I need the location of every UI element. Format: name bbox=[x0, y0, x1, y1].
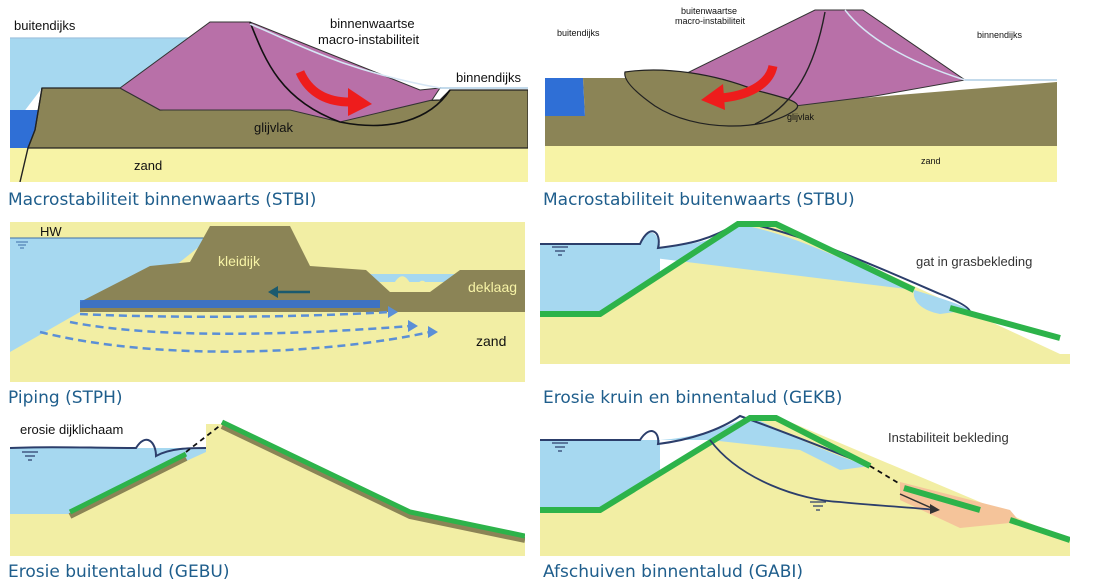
stph-kleidijk-label: kleidijk bbox=[218, 253, 261, 269]
stbu-title-line2: macro-instabiliteit bbox=[675, 16, 746, 26]
stbu-buitendijks-label: buitendijks bbox=[557, 28, 600, 38]
panel-stbi: buitendijks binnenwaartse macro-instabil… bbox=[10, 10, 528, 182]
stbi-sand bbox=[10, 148, 528, 182]
stbi-glijvlak-label: glijvlak bbox=[254, 120, 294, 135]
stbi-slip-surface bbox=[249, 21, 451, 127]
panel-gebu: erosie dijklichaam bbox=[10, 418, 525, 556]
gekb-diagram: gat in grasbekleding bbox=[540, 214, 1070, 384]
gabi-outer-water bbox=[540, 440, 660, 510]
caption-gekb: Erosie kruin en binnentalud (GEKB) bbox=[543, 388, 843, 408]
stbu-sand bbox=[545, 146, 1057, 182]
stbi-diagram: buitendijks binnenwaartse macro-instabil… bbox=[10, 10, 528, 182]
panel-gekb: gat in grasbekleding bbox=[540, 214, 1070, 384]
gabi-dike-body bbox=[540, 416, 1070, 556]
stbu-title-line1: buitenwaartse bbox=[681, 6, 737, 16]
stph-pipe bbox=[80, 300, 380, 308]
stph-seepage-lines bbox=[39, 310, 431, 353]
caption-stph: Piping (STPH) bbox=[8, 388, 123, 408]
panel-stph: HW kleidijk deklaag zand bbox=[10, 222, 525, 382]
gabi-diagram: Instabiliteit bekleding bbox=[540, 410, 1070, 556]
stbi-outer-water bbox=[10, 38, 190, 130]
stbi-buitendijks-label: buitendijks bbox=[14, 18, 76, 33]
caption-stbi: Macrostabiliteit binnenwaarts (STBI) bbox=[8, 190, 317, 210]
gekb-gat-label: gat in grasbekleding bbox=[916, 254, 1032, 269]
stbu-binnendijks-label: binnendijks bbox=[977, 30, 1023, 40]
gebu-grass-cover bbox=[68, 451, 188, 515]
stph-diagram: HW kleidijk deklaag zand bbox=[10, 222, 525, 382]
stph-zand-label: zand bbox=[476, 333, 506, 349]
caption-stbu: Macrostabiliteit buitenwaarts (STBU) bbox=[543, 190, 855, 210]
stph-clay-dike bbox=[80, 226, 525, 312]
stbi-title-line1: binnenwaartse bbox=[330, 16, 415, 31]
stbi-title-line2: macro-instabiliteit bbox=[318, 32, 420, 47]
gabi-phreatic-line bbox=[709, 439, 937, 511]
gebu-diagram: erosie dijklichaam bbox=[10, 418, 525, 556]
gabi-grass-cover bbox=[540, 415, 872, 513]
stph-hw-label: HW bbox=[40, 224, 62, 239]
panel-stbu: buitendijks buitenwaartse macro-instabil… bbox=[545, 6, 1057, 182]
stph-deklaag-label: deklaag bbox=[468, 279, 517, 295]
stbu-diagram: buitendijks buitenwaartse macro-instabil… bbox=[545, 6, 1057, 182]
stbu-water bbox=[545, 78, 585, 116]
gekb-dike-body bbox=[540, 222, 1070, 364]
gabi-instabiliteit-label: Instabiliteit bekleding bbox=[888, 430, 1009, 445]
stbu-slip-surface bbox=[754, 11, 826, 125]
stbi-binnendijks-label: binnendijks bbox=[456, 70, 522, 85]
stbu-zand-label: zand bbox=[921, 156, 941, 166]
gebu-erosie-label: erosie dijklichaam bbox=[20, 422, 123, 437]
caption-gabi: Afschuiven binnentalud (GABI) bbox=[543, 562, 803, 582]
stbu-movement-arrow bbox=[720, 64, 778, 103]
gekb-grass-cover bbox=[540, 221, 916, 317]
panel-gabi: Instabiliteit bekleding bbox=[540, 410, 1070, 556]
stbi-movement-arrow bbox=[295, 69, 351, 107]
stph-flow-arrow bbox=[268, 286, 278, 298]
caption-gebu: Erosie buitentalud (GEBU) bbox=[8, 562, 230, 582]
gebu-outer-water bbox=[10, 448, 206, 514]
stbu-glijvlak-label: glijvlak bbox=[787, 112, 815, 122]
stbi-zand-label: zand bbox=[134, 158, 162, 173]
